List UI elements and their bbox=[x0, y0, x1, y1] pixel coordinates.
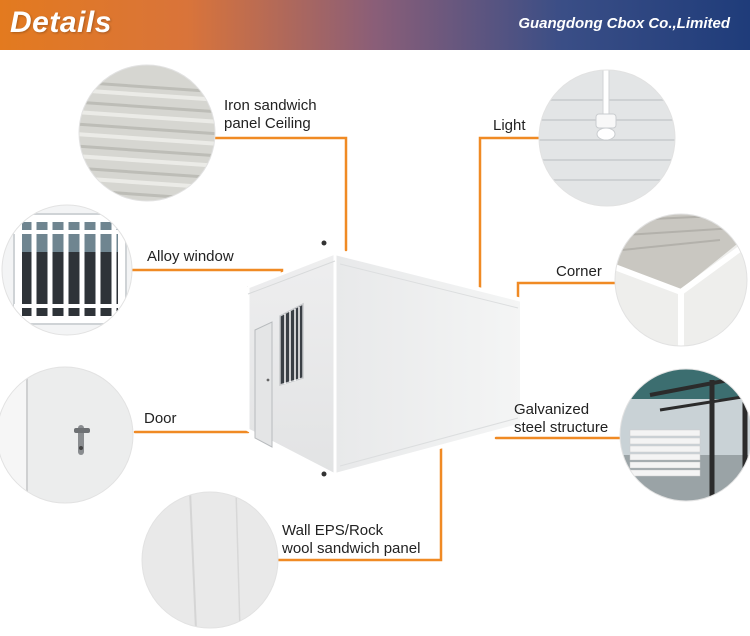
label-wall-line2: wool sandwich panel bbox=[282, 540, 421, 557]
label-steel-line1: Galvanized bbox=[514, 401, 590, 418]
label-ceiling-line1: Iron sandwich bbox=[224, 97, 317, 114]
label-ceiling: Iron sandwich panel Ceiling bbox=[224, 97, 317, 133]
corner-joint-photo bbox=[615, 214, 747, 346]
page-title: Details bbox=[10, 6, 112, 39]
connector-wall bbox=[273, 443, 443, 562]
container-door bbox=[254, 321, 273, 448]
wall-panel-photo bbox=[142, 492, 278, 628]
ceiling-panel-photo bbox=[79, 65, 215, 201]
label-window: Alloy window bbox=[147, 248, 234, 265]
label-door: Door bbox=[144, 410, 177, 427]
label-steel-line2: steel structure bbox=[514, 419, 609, 436]
label-wall: Wall EPS/Rock wool sandwich panel bbox=[282, 522, 420, 558]
connector-light bbox=[478, 136, 542, 292]
connector-ceiling bbox=[210, 136, 348, 252]
label-wall-line1: Wall EPS/Rock bbox=[282, 522, 384, 539]
door-handle-photo bbox=[0, 367, 133, 503]
header-banner: Details Guangdong Cbox Co.,Limited bbox=[0, 0, 750, 50]
label-corner: Corner bbox=[556, 263, 602, 280]
connector-corner bbox=[516, 281, 619, 302]
connector-lines bbox=[130, 136, 624, 562]
label-steel: Galvanized steel structure bbox=[514, 401, 608, 437]
container-house-illustration bbox=[246, 240, 524, 478]
label-light: Light bbox=[493, 117, 526, 134]
label-ceiling-line2: panel Ceiling bbox=[224, 115, 311, 132]
company-name: Guangdong Cbox Co.,Limited bbox=[518, 15, 730, 32]
steel-frame-photo bbox=[620, 369, 750, 501]
window-photo bbox=[2, 205, 132, 335]
ceiling-light-photo bbox=[539, 70, 675, 206]
